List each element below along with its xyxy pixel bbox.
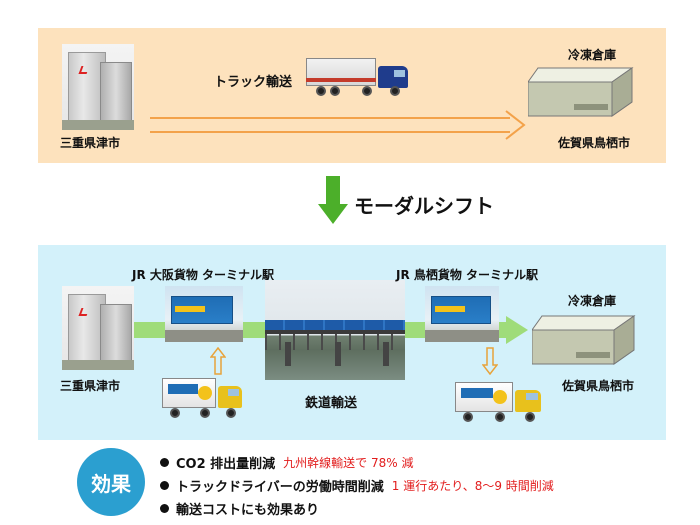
truck-image-osaka [160,374,246,422]
warehouse-label-top: 冷凍倉庫 [568,48,617,62]
terminal-to-truck-arrow-down [482,347,498,375]
modal-shift-label: モーダルシフト [354,194,494,218]
origin-label-top: 三重県津市 [60,136,121,150]
freight-train-bridge-image [265,280,405,380]
bullet-dot-icon [160,458,169,467]
rail-transport-label: 鉄道輸送 [305,396,358,411]
destination-label-bottom: 佐賀県鳥栖市 [562,379,635,393]
factory-image-top [62,44,134,130]
effect-badge: 効果 [77,448,145,516]
truck-transport-label: トラック輸送 [214,75,293,90]
container-loading-image-osaka [165,286,243,342]
truck-image-top [304,56,412,102]
effect-item-text: CO2 排出量削減 [176,457,276,472]
truck-image-tosu [453,378,545,426]
effect-item: 輸送コストにも効果あり [160,499,554,518]
destination-label-top: 佐賀県鳥栖市 [558,136,631,150]
container-unloading-image-tosu [425,286,499,342]
modal-shift-arrow [318,176,348,224]
warehouse-label-bottom: 冷凍倉庫 [568,294,617,308]
effect-list: CO2 排出量削減 九州幹線輸送で 78% 減 トラックドライバーの労働時間削減… [160,453,554,522]
truck-route-arrow [150,110,526,140]
effect-item-highlight: 1 運行あたり、8〜9 時間削減 [391,479,554,493]
bullet-dot-icon [160,481,169,490]
effect-item-text: 輸送コストにも効果あり [176,503,320,518]
cold-storage-warehouse-top [528,67,634,117]
origin-label-bottom: 三重県津市 [60,379,121,393]
factory-image-bottom [62,286,134,370]
cold-storage-warehouse-bottom [532,315,636,365]
bullet-dot-icon [160,504,169,513]
osaka-terminal-label: JR 大阪貨物 ターミナル駅 [132,268,275,282]
effect-item-text: トラックドライバーの労働時間削減 [176,480,384,495]
effect-item: トラックドライバーの労働時間削減 1 運行あたり、8〜9 時間削減 [160,476,554,495]
truck-to-terminal-arrow-up [210,347,226,375]
tosu-terminal-label: JR 鳥栖貨物 ターミナル駅 [396,268,539,282]
effect-item: CO2 排出量削減 九州幹線輸送で 78% 減 [160,453,554,472]
effect-item-highlight: 九州幹線輸送で 78% 減 [283,456,414,470]
